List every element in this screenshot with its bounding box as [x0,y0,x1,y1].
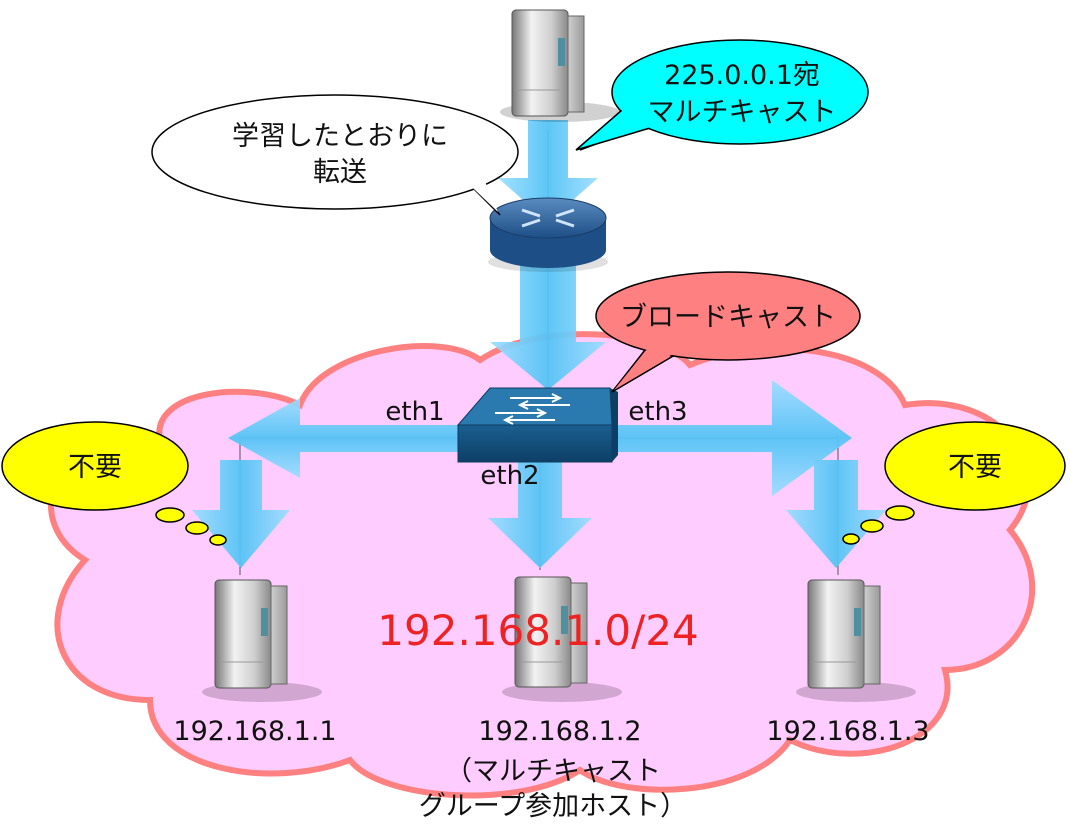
router-icon [488,197,608,272]
switch-icon [456,387,618,463]
broadcast-label: ブロードキャスト [620,302,836,333]
subnet-label: 192.168.1.0/24 [377,606,698,655]
host-ip-2: 192.168.1.2 [478,716,641,747]
host-server-icon-1 [202,579,322,702]
port-eth1: eth1 [385,397,444,427]
multicast-label: マルチキャスト [648,97,837,128]
arrow-server-to-router [498,120,598,222]
arrow-right-down [786,460,886,568]
multicast-source-bubble: 225.0.0.1宛 マルチキャスト [575,39,869,151]
unneeded-right-label: 不要 [948,452,1002,483]
arrow-left-down [192,460,290,568]
arrow-switch-to-right [612,380,852,496]
router-forward-line1: 学習したとおりに [232,121,448,152]
port-eth3: eth3 [628,397,687,427]
host-server-icon-3 [796,579,916,702]
unneeded-thought-right: 不要 [842,421,1066,545]
router-forward-bubble: 学習したとおりに 転送 [151,94,519,216]
unneeded-thought-left: 不要 [1,421,227,546]
router-forward-line2: 転送 [313,157,367,188]
arrow-router-to-switch [490,262,606,390]
host-2-note-line1: （マルチキャスト [445,756,661,787]
arrow-switch-to-left [228,398,458,478]
host-2-note-line2: グループ参加ホスト） [419,791,687,822]
arrow-switch-to-middle [488,462,592,568]
broadcast-bubble: ブロードキャスト [595,271,861,393]
multicast-dest-label: 225.0.0.1宛 [664,60,820,91]
multicast-flow-arrows [192,120,886,568]
host-ip-3: 192.168.1.3 [766,716,929,747]
host-server-icon-2 [502,576,622,702]
port-eth2: eth2 [480,461,539,491]
unneeded-left-label: 不要 [68,452,122,483]
multicast-source-server-icon [500,9,620,122]
host-ip-1: 192.168.1.1 [173,716,336,747]
